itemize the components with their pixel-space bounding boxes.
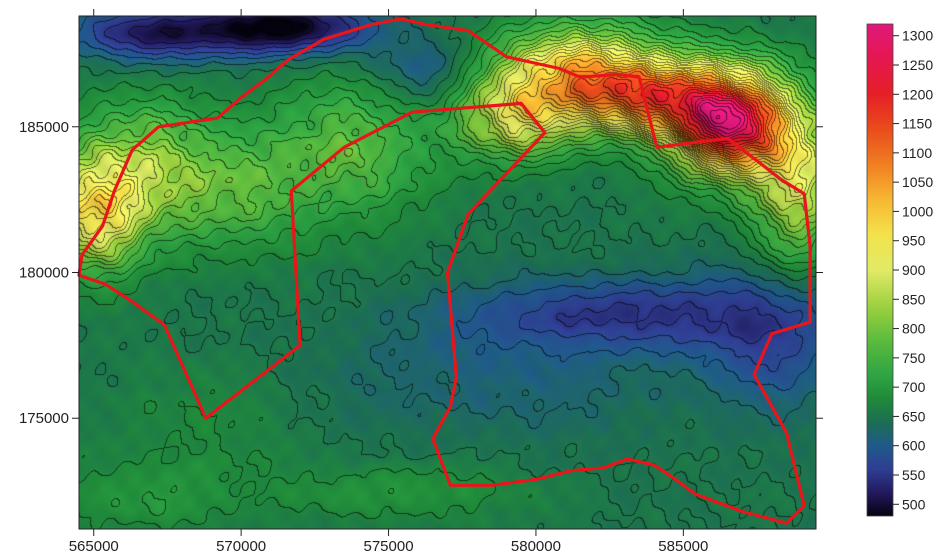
colorbar-tick-label: 1200 bbox=[902, 86, 933, 102]
colorbar-tick-label: 1100 bbox=[902, 145, 932, 161]
colorbar-tick-label: 700 bbox=[902, 379, 926, 395]
colorbar-tick-label: 950 bbox=[902, 233, 926, 249]
colorbar-gradient bbox=[866, 23, 894, 517]
y-tick-label: 180000 bbox=[19, 265, 69, 282]
colorbar-tick-label: 550 bbox=[902, 467, 926, 483]
colorbar-tick-label: 750 bbox=[902, 350, 926, 366]
legend-colorbar: 500 550 600 650 700 750 800 850 900 950 1000 1050 11… bbox=[866, 23, 933, 517]
colorbar-tick-label: 1250 bbox=[902, 57, 933, 73]
colorbar-tick-label: 900 bbox=[902, 262, 926, 278]
colorbar-ticks: 500 550 600 650 700 750 800 850 900 950 1000 1050 11… bbox=[893, 28, 933, 512]
colorbar-tick-label: 850 bbox=[902, 291, 926, 307]
colorbar-tick-label: 500 bbox=[902, 496, 926, 512]
colorbar-tick-label: 650 bbox=[902, 408, 926, 424]
colorbar-tick-label: 1150 bbox=[902, 116, 932, 132]
x-tick-label: 585000 bbox=[658, 538, 708, 555]
colorbar-tick-label: 1050 bbox=[902, 174, 933, 190]
map-panel: 565000 570000 575000 580000 585000 175000 180… bbox=[19, 9, 823, 555]
colorbar-tick-label: 1300 bbox=[902, 28, 933, 44]
x-tick-label: 580000 bbox=[511, 538, 561, 555]
colorbar-tick-label: 1000 bbox=[902, 203, 933, 219]
x-tick-label: 575000 bbox=[364, 538, 414, 555]
y-axis: 175000 180000 185000 bbox=[19, 119, 823, 427]
y-tick-label: 175000 bbox=[19, 410, 69, 427]
x-axis: 565000 570000 575000 580000 585000 bbox=[69, 9, 708, 555]
study-area-boundary bbox=[77, 17, 812, 525]
y-tick-label: 185000 bbox=[19, 119, 69, 136]
colorbar-tick-label: 600 bbox=[902, 438, 926, 454]
colorbar-tick-label: 800 bbox=[902, 321, 926, 337]
x-tick-label: 570000 bbox=[216, 538, 266, 555]
x-tick-label: 565000 bbox=[69, 538, 119, 555]
